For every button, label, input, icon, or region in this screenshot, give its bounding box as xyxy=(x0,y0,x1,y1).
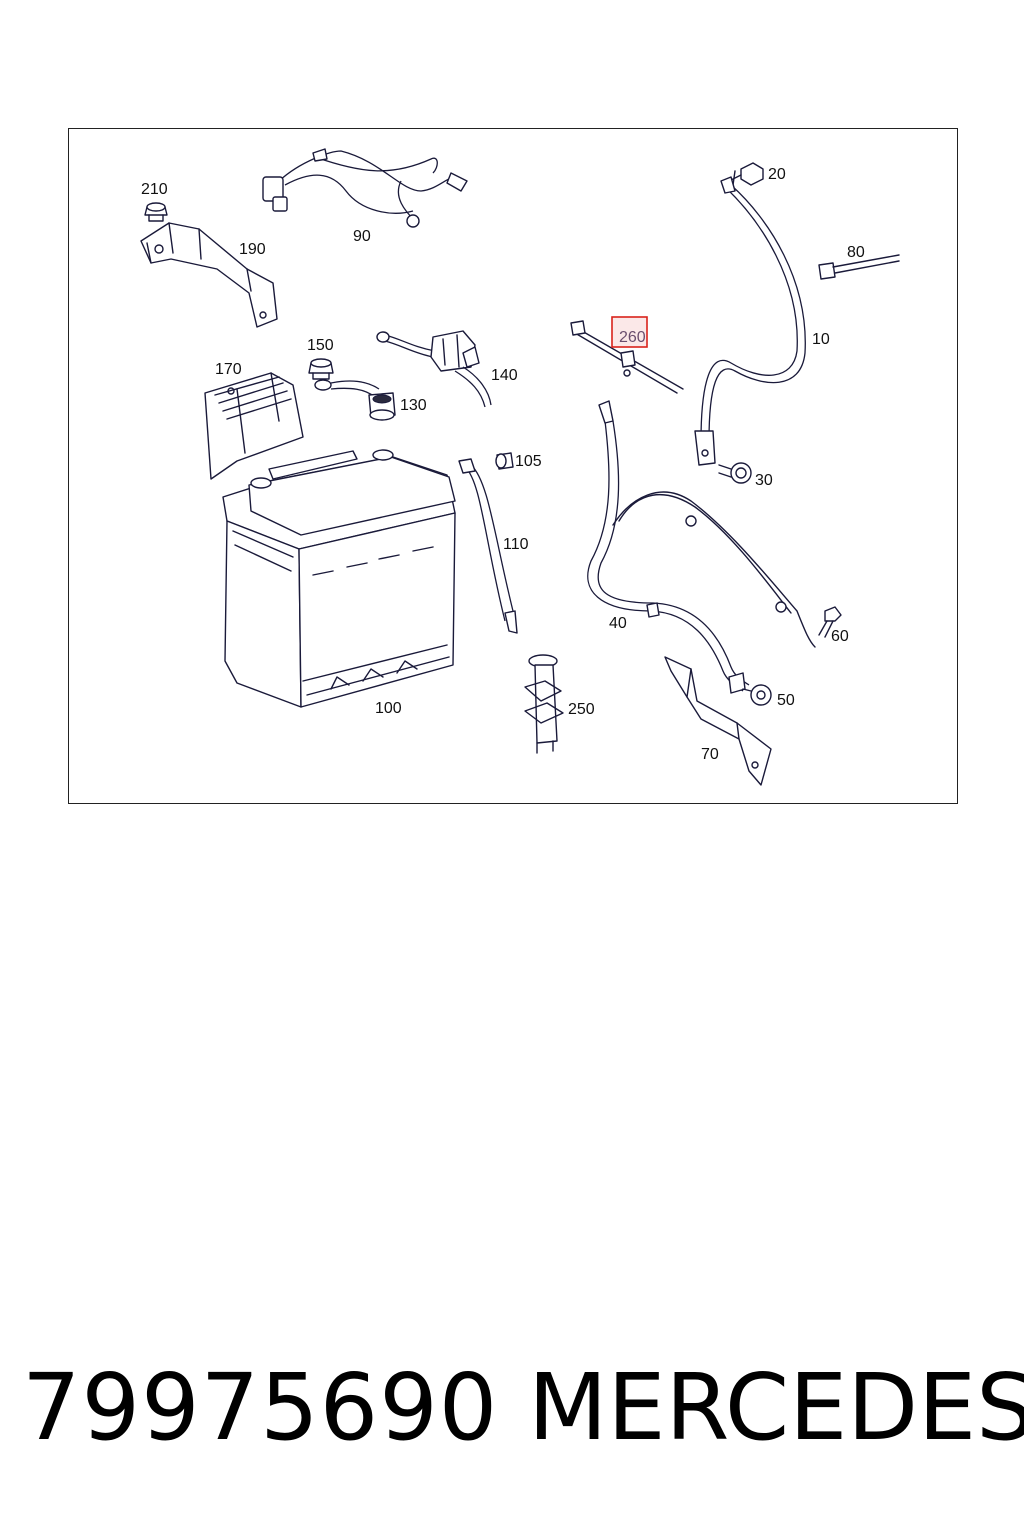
callout-60: 60 xyxy=(831,628,849,645)
callout-80: 80 xyxy=(847,244,865,261)
brand-name: MERCEDES xyxy=(528,1354,1024,1461)
callout-20: 20 xyxy=(768,166,786,183)
part-190-bracket xyxy=(140,222,278,328)
callout-110: 110 xyxy=(503,536,529,553)
part-50-nut xyxy=(742,684,772,706)
part-150-nut xyxy=(308,358,334,380)
part-30-bolt xyxy=(718,462,752,484)
part-100-battery xyxy=(222,449,456,708)
callout-150: 150 xyxy=(307,337,334,354)
callout-70: 70 xyxy=(701,746,719,763)
callout-100: 100 xyxy=(375,700,402,717)
parts-diagram: 210 90 20 190 80 150 260 10 140 170 130 … xyxy=(140,148,900,786)
callout-105: 105 xyxy=(515,453,542,470)
callout-250: 250 xyxy=(568,701,595,718)
callout-210: 210 xyxy=(141,181,168,198)
part-60-bolt xyxy=(818,606,842,638)
callout-30: 30 xyxy=(755,472,773,489)
part-105-plug xyxy=(495,452,514,470)
part-110-cable xyxy=(458,458,518,634)
callout-260[interactable]: 260 xyxy=(619,329,646,346)
callout-130: 130 xyxy=(400,397,427,414)
callout-140: 140 xyxy=(491,367,518,384)
part-170-cover xyxy=(204,372,304,480)
part-250-holder xyxy=(524,654,564,754)
callout-190: 190 xyxy=(239,241,266,258)
callout-90: 90 xyxy=(353,228,371,245)
part-20-bolt xyxy=(728,162,764,186)
part-40-battery-cable xyxy=(587,400,816,694)
parts-diagram-frame: 210 90 20 190 80 150 260 10 140 170 130 … xyxy=(68,128,958,804)
callout-40: 40 xyxy=(609,615,627,632)
part-140-terminal xyxy=(376,330,492,408)
callout-50: 50 xyxy=(777,692,795,709)
callout-10: 10 xyxy=(812,331,830,348)
part-260-cable-tie xyxy=(570,320,684,394)
part-210-nut xyxy=(144,202,168,222)
part-number: 79975690 xyxy=(22,1354,499,1461)
part-70-bracket xyxy=(664,656,772,786)
callout-260-highlight[interactable] xyxy=(611,316,648,348)
part-90-harness xyxy=(262,148,468,228)
part-130-terminal xyxy=(314,379,396,421)
callout-170: 170 xyxy=(215,361,242,378)
part-10-cable xyxy=(694,176,806,466)
part-80-cable-tie xyxy=(818,254,900,280)
